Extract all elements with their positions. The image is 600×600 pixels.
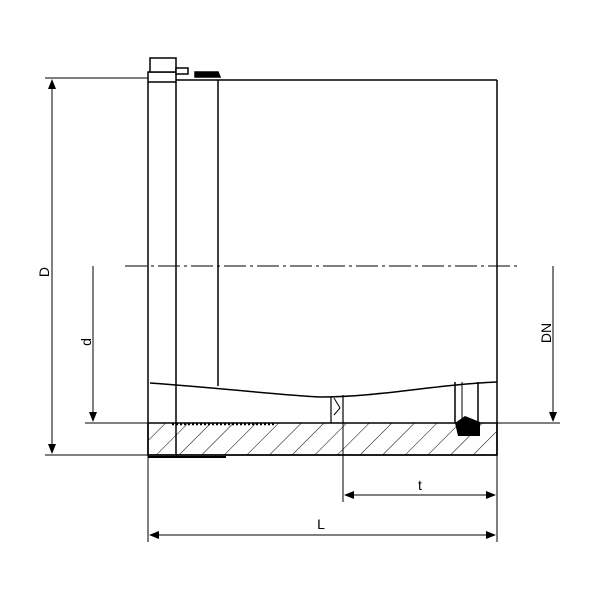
terminal-pin <box>149 57 222 78</box>
label-d: d <box>78 338 94 346</box>
extension-lines <box>45 77 560 542</box>
dimension-lines <box>48 79 557 539</box>
label-D: D <box>36 267 52 277</box>
label-L: L <box>317 516 325 532</box>
coupler-body <box>147 71 498 456</box>
seal-ring <box>454 382 480 436</box>
label-t: t <box>418 477 422 493</box>
label-DN: DN <box>538 323 554 343</box>
wall-section <box>147 382 498 458</box>
